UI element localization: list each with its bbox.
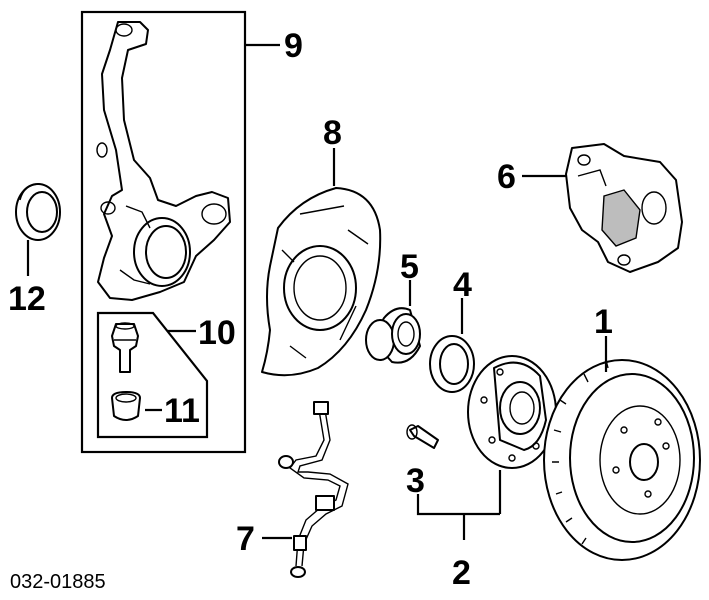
callout-8: 8: [323, 114, 342, 152]
callout-7: 7: [236, 520, 255, 558]
dust-boot: [111, 391, 141, 421]
wheel-bearing: [365, 280, 421, 364]
callout-9: 9: [284, 27, 303, 65]
callout-2: 2: [452, 554, 471, 592]
knuckle-group-frame: [80, 10, 280, 454]
snap-ring: [429, 298, 475, 393]
callout-11: 11: [164, 392, 200, 430]
steering-knuckle: [96, 21, 231, 301]
hub-bolt: [406, 424, 439, 449]
oil-seal: [15, 183, 61, 276]
diagram-part-code: 032-01885: [10, 571, 106, 593]
callout-5: 5: [400, 248, 419, 286]
callout-bracket-2-3: [416, 494, 500, 516]
callout-4: 4: [453, 266, 472, 304]
brake-disc: [543, 336, 701, 561]
ball-joint: [111, 322, 139, 373]
callout-1: 1: [594, 303, 613, 341]
splash-shield: [261, 148, 382, 377]
callout-6: 6: [497, 158, 516, 196]
ball-joint-subframe: [96, 311, 209, 439]
callout-12: 12: [8, 280, 46, 318]
wheel-hub: [467, 355, 557, 514]
callout-3: 3: [406, 462, 425, 500]
brake-hose: [262, 401, 349, 578]
brake-caliper: [522, 143, 683, 273]
callout-10: 10: [198, 314, 236, 352]
